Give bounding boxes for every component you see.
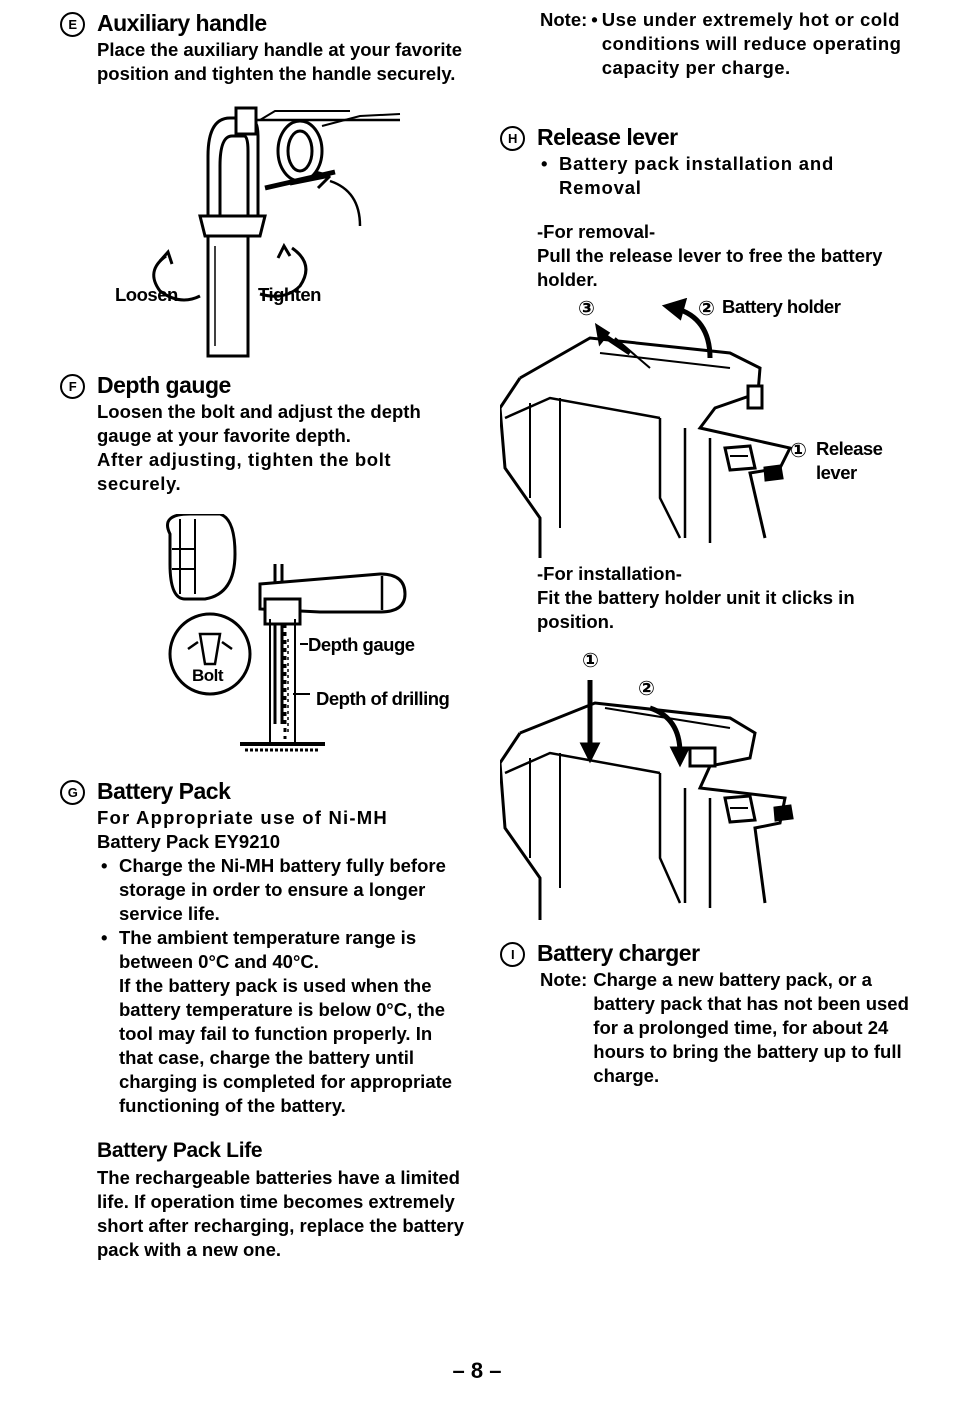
battery-removal-illustration	[500, 298, 793, 558]
top-note: Note: • Use under extremely hot or cold …	[500, 8, 910, 80]
battery-installation-figure: ① ②	[500, 648, 910, 920]
section-mark: E	[60, 12, 85, 37]
tighten-label: Tighten	[258, 284, 321, 305]
removal-step3-label: ③	[578, 298, 595, 320]
section-auxiliary-handle: E Auxiliary handle Place the auxiliary h…	[60, 8, 465, 86]
install-step1-label: ①	[582, 650, 599, 672]
section-mark: I	[500, 942, 525, 967]
section-heading: G Battery Pack	[60, 776, 465, 806]
section-battery-pack: G Battery Pack For Appropriate use of Ni…	[60, 776, 465, 1262]
note-label: Note:	[540, 9, 588, 30]
battery-pack-bullets: Charge the Ni-MH battery fully before st…	[60, 854, 465, 974]
note-text: Charge a new battery pack, or a battery …	[593, 969, 909, 1086]
depth-of-drilling-label: Depth of drilling	[316, 688, 450, 709]
page-number: – 8 –	[452, 1358, 502, 1383]
note-bullet-icon: •	[591, 9, 598, 30]
charger-note: Note: Charge a new battery pack, or a ba…	[500, 968, 910, 1088]
left-column: E Auxiliary handle Place the auxiliary h…	[60, 8, 465, 1262]
removal-body: Pull the release lever to free the batte…	[537, 245, 883, 290]
section-depth-gauge: F Depth gauge Loosen the bolt and adjust…	[60, 370, 465, 496]
loosen-label: Loosen	[115, 284, 178, 305]
section-body: Loosen the bolt and adjust the depth gau…	[97, 401, 421, 446]
section-heading: H Release lever	[500, 122, 910, 152]
bolt-label: Bolt	[192, 666, 224, 685]
section-title: Battery charger	[537, 940, 700, 966]
battery-removal-figure: ③ ② Battery holder ① Release lever	[500, 296, 910, 558]
removal-step2-label: ②	[698, 298, 715, 320]
removal-step1-label: ①	[790, 440, 807, 462]
auxiliary-handle-figure: Loosen Tighten	[60, 96, 465, 364]
battery-life-body: The rechargeable batteries have a limite…	[97, 1167, 465, 1260]
section-heading: E Auxiliary handle	[60, 8, 465, 38]
section-body: After adjusting, tighten the bolt secure…	[97, 449, 392, 494]
release-lever-bullets: Battery pack installation and Removal	[500, 152, 910, 200]
section-mark: H	[500, 126, 525, 151]
section-heading: F Depth gauge	[60, 370, 465, 400]
depth-gauge-label: Depth gauge	[308, 634, 415, 655]
section-heading: I Battery charger	[500, 938, 910, 968]
list-item: Battery pack installation and Removal	[537, 152, 910, 200]
bullet-continuation: If the battery pack is used when the bat…	[119, 975, 453, 1116]
section-title: Battery Pack	[97, 778, 231, 804]
auxiliary-handle-illustration	[152, 106, 401, 358]
section-mark: G	[60, 780, 85, 805]
section-release-lever: H Release lever Battery pack installatio…	[500, 122, 910, 292]
section-body: Place the auxiliary handle at your favor…	[97, 39, 462, 84]
removal-heading: -For removal-	[537, 221, 656, 242]
section-subtitle: Battery Pack EY9210	[97, 831, 281, 852]
list-item: Charge the Ni-MH battery fully before st…	[97, 854, 465, 926]
depth-gauge-illustration	[166, 514, 407, 752]
right-column: Note: • Use under extremely hot or cold …	[500, 8, 910, 1088]
section-title: Release lever	[537, 124, 678, 150]
installation-body: Fit the battery holder unit it clicks in…	[537, 587, 855, 632]
section-battery-charger: I Battery charger Note: Charge a new bat…	[500, 938, 910, 1088]
section-title: Depth gauge	[97, 372, 231, 398]
depth-gauge-figure: Bolt Depth gauge Depth of drilling	[60, 514, 465, 754]
install-step2-label: ②	[638, 678, 655, 700]
battery-installation-illustration	[500, 680, 794, 920]
list-item: The ambient temperature range is between…	[97, 926, 465, 974]
battery-holder-label: Battery holder	[722, 296, 841, 317]
section-title: Auxiliary handle	[97, 10, 267, 36]
note-text: Use under extremely hot or cold conditio…	[601, 9, 902, 78]
release-lever-label-line2: lever	[816, 462, 857, 483]
section-subtitle: For Appropriate use of Ni-MH	[97, 807, 388, 828]
installation-instructions: -For installation- Fit the battery holde…	[500, 562, 910, 634]
note-label: Note:	[540, 969, 588, 990]
battery-life-heading: Battery Pack Life	[97, 1139, 263, 1162]
release-lever-label: Release	[816, 438, 883, 459]
section-mark: F	[60, 374, 85, 399]
installation-heading: -For installation-	[537, 563, 682, 584]
